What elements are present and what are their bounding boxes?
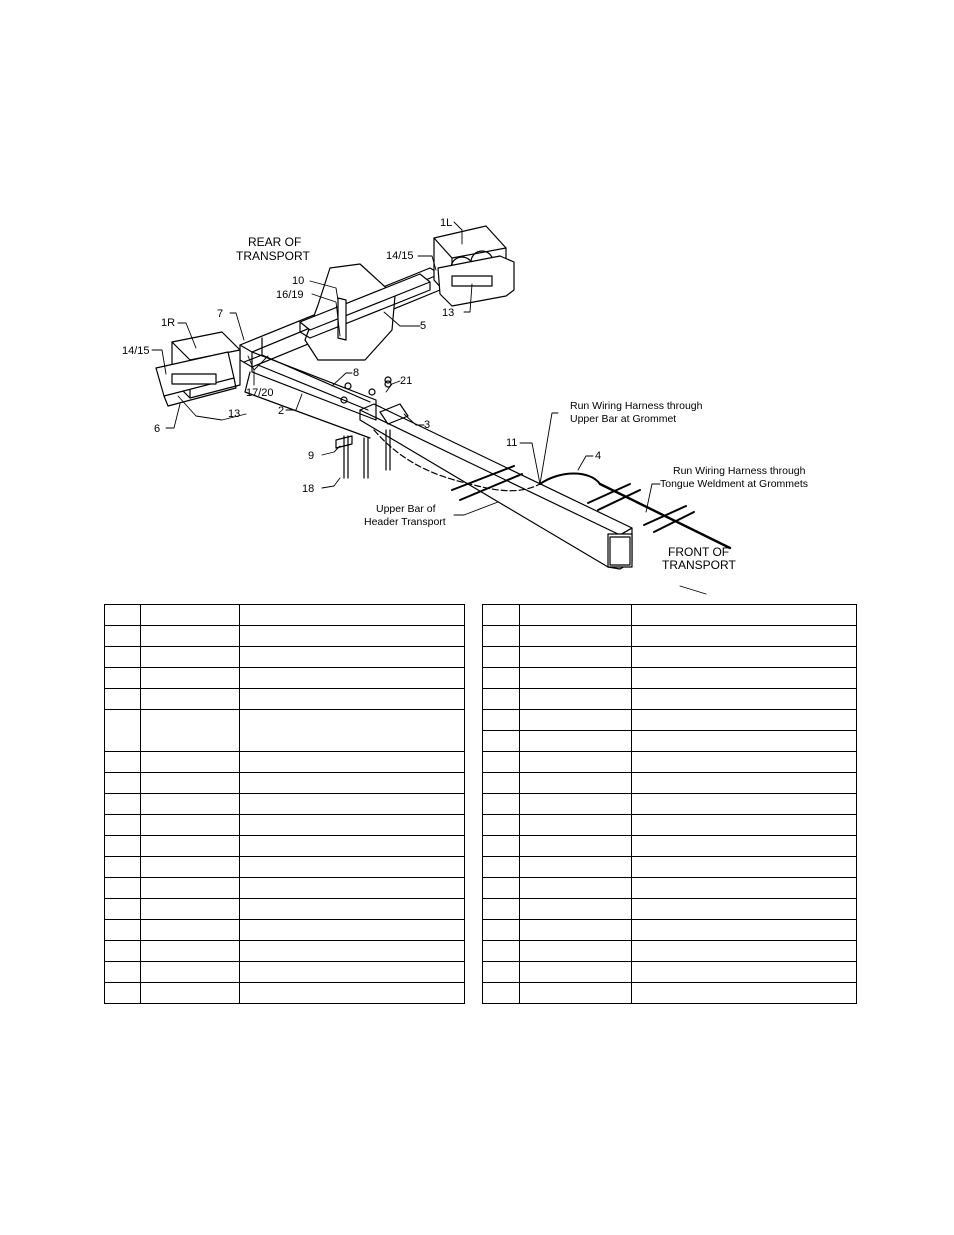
callout-14-15-top: 14/15 — [386, 250, 414, 262]
bar-break-marks — [451, 465, 523, 501]
table-row — [104, 793, 465, 815]
callout-13-right: 13 — [442, 307, 454, 319]
callout-4: 4 — [595, 450, 601, 462]
callout-11: 11 — [506, 437, 517, 449]
callout-5: 5 — [420, 320, 426, 332]
table-row — [104, 919, 465, 941]
callout-13-left: 13 — [228, 408, 240, 420]
callout-16-19: 16/19 — [276, 289, 304, 301]
callout-7: 7 — [217, 308, 223, 320]
mounting-bolts — [335, 376, 409, 479]
callout-6: 6 — [154, 423, 160, 435]
table-row — [482, 919, 857, 941]
callout-3: 3 — [424, 419, 430, 431]
table-row — [482, 940, 857, 962]
callout-1r: 1R — [161, 317, 175, 329]
table-row — [482, 835, 857, 857]
table-row — [482, 961, 857, 983]
callout-14-15-left: 14/15 — [122, 345, 150, 357]
table-row — [482, 604, 857, 626]
note-upper-bar-1: Run Wiring Harness through — [570, 400, 703, 412]
table-row — [104, 982, 465, 1004]
table-row — [482, 982, 857, 1004]
label-front-of-transport-2: TRANSPORT — [662, 558, 736, 572]
note-tongue-2: Tongue Weldment at Grommets — [660, 478, 808, 490]
table-row — [482, 814, 857, 836]
table-row — [482, 667, 857, 689]
table-row — [104, 688, 465, 710]
table-row — [482, 646, 857, 668]
table-row — [104, 898, 465, 920]
table-row — [482, 625, 857, 647]
table-row — [482, 688, 857, 710]
label-upper-bar-2: Header Transport — [364, 516, 446, 528]
table-row — [104, 772, 465, 794]
table-row — [104, 814, 465, 836]
wiring-harness — [373, 429, 732, 550]
callout-9: 9 — [308, 450, 314, 462]
table-row — [482, 856, 857, 878]
table-row — [104, 940, 465, 962]
table-row — [104, 877, 465, 899]
table-row — [482, 877, 857, 899]
table-row — [104, 625, 465, 647]
callout-10: 10 — [292, 275, 304, 287]
table-row — [482, 793, 857, 815]
assembly-diagram: 1L 14/15 13 REAR OF TRANSPORT 10 16/19 5… — [122, 217, 808, 595]
upper-bar — [359, 403, 633, 570]
label-front-of-transport-1: FRONT OF — [668, 545, 729, 559]
label-rear-of-transport-2: TRANSPORT — [236, 249, 310, 263]
parts-table-right — [482, 604, 857, 1004]
right-light-assembly — [433, 225, 515, 307]
note-upper-bar-2: Upper Bar at Grommet — [570, 413, 676, 425]
label-upper-bar-1: Upper Bar of — [376, 503, 436, 515]
callout-8: 8 — [353, 367, 359, 379]
label-rear-of-transport-1: REAR OF — [248, 235, 301, 249]
callout-2: 2 — [278, 405, 284, 417]
table-row — [104, 709, 465, 752]
left-light-assembly — [155, 331, 241, 407]
callout-21: 21 — [400, 375, 412, 387]
table-row — [104, 667, 465, 689]
table-row — [104, 751, 465, 773]
parts-table-left — [104, 604, 465, 1004]
table-row — [104, 961, 465, 983]
leader-lines — [151, 221, 707, 595]
table-row — [482, 898, 857, 920]
note-tongue-1: Run Wiring Harness through — [673, 465, 806, 477]
table-row — [482, 751, 857, 773]
table-row — [104, 835, 465, 857]
table-row — [482, 772, 857, 794]
callout-17-20: 17/20 — [246, 387, 274, 399]
table-row — [482, 709, 857, 731]
table-row — [104, 646, 465, 668]
table-row — [104, 604, 465, 626]
callout-1l: 1L — [440, 217, 452, 229]
table-row — [104, 856, 465, 878]
callout-18: 18 — [302, 483, 314, 495]
table-row — [482, 730, 857, 752]
